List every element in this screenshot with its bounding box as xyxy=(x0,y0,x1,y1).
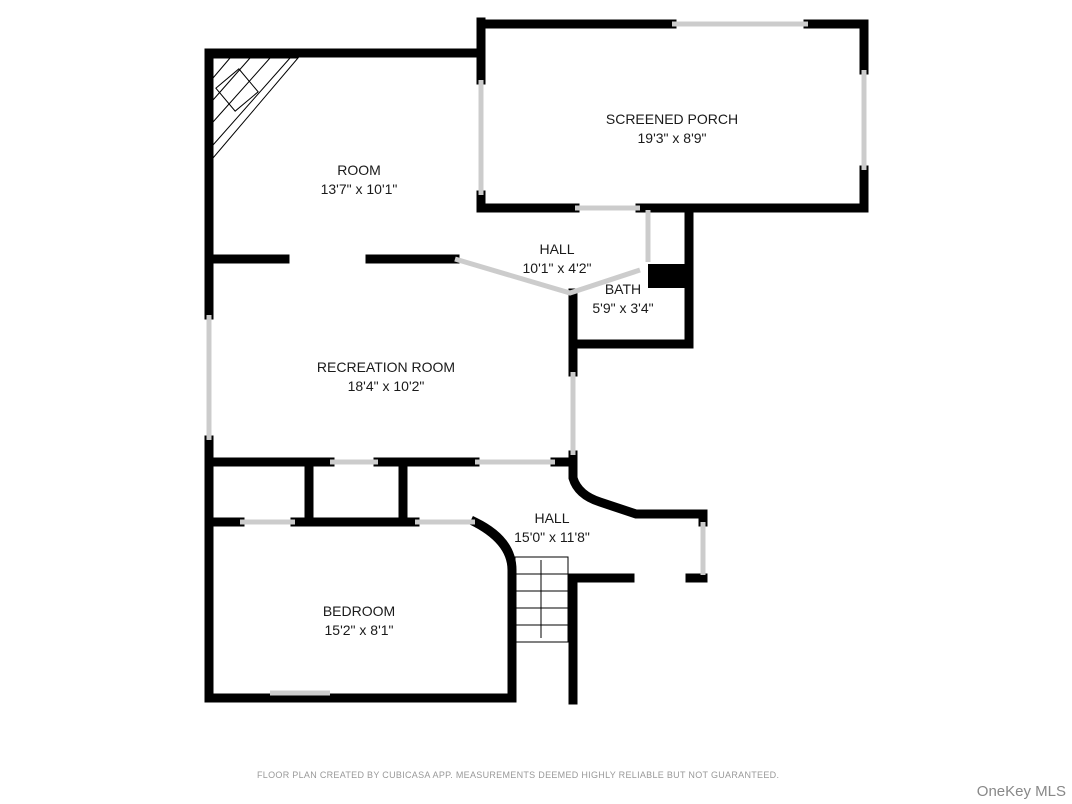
room-dims: 15'2" x 8'1" xyxy=(324,622,394,638)
room-label-hall-lower: HALL 15'0" x 11'8" xyxy=(514,509,590,547)
room-name: SCREENED PORCH xyxy=(605,111,739,127)
room-name: BATH xyxy=(604,281,642,297)
room-dims: 18'4" x 10'2" xyxy=(347,378,425,394)
watermark: OneKey MLS xyxy=(976,783,1066,800)
room-label-screened-porch: SCREENED PORCH 19'3" x 8'9" xyxy=(606,110,738,148)
room-name: RECREATION ROOM xyxy=(316,359,456,375)
disclaimer-footer: FLOOR PLAN CREATED BY CUBICASA APP. MEAS… xyxy=(257,770,780,780)
room-name: BEDROOM xyxy=(322,603,396,619)
windows xyxy=(206,21,867,696)
walls xyxy=(204,17,869,705)
room-label-recreation-room: RECREATION ROOM 18'4" x 10'2" xyxy=(317,358,455,396)
stairs-icon xyxy=(514,556,569,643)
room-name: HALL xyxy=(539,241,575,257)
room-name: HALL xyxy=(534,510,570,526)
room-label-bath: BATH 5'9" x 3'4" xyxy=(592,280,653,318)
room-label-room: ROOM 13'7" x 10'1" xyxy=(321,161,398,199)
room-dims: 13'7" x 10'1" xyxy=(320,181,398,197)
room-label-hall-upper: HALL 10'1" x 4'2" xyxy=(523,240,592,278)
room-name: ROOM xyxy=(337,162,381,178)
room-dims: 5'9" x 3'4" xyxy=(592,300,654,316)
room-dims: 19'3" x 8'9" xyxy=(637,130,707,146)
fireplace-icon xyxy=(212,57,300,160)
room-label-bedroom: BEDROOM 15'2" x 8'1" xyxy=(323,602,395,640)
room-dims: 15'0" x 11'8" xyxy=(514,529,590,545)
room-dims: 10'1" x 4'2" xyxy=(522,260,592,276)
